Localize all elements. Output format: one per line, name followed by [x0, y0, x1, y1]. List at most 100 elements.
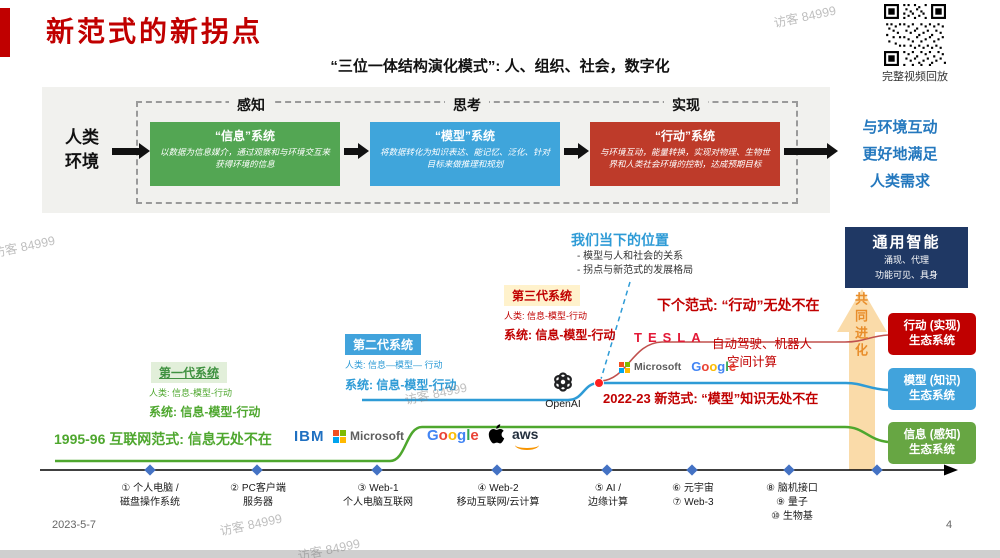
timeline-item-7: ⑧ 脑机接口 ⑨ 量子 ⑩ 生物基: [766, 482, 818, 524]
openai-logo: OpenAI: [534, 372, 592, 410]
watermark: 访客 84999: [218, 511, 284, 539]
qr-caption: 完整视频回放: [882, 71, 948, 83]
timeline-label-line: ① 个人电脑 /: [121, 483, 179, 494]
agi-line1: 涌现、代理: [883, 255, 929, 265]
model-ecosystem-box: 模型 (知识) 生态系统: [888, 368, 976, 410]
agi-box: 通用智能 涌现、代理 功能可见、具身: [845, 227, 968, 288]
stage-tag-realization: 实现: [664, 95, 708, 115]
current-position-bullets: - 模型与人和社会的关系 - 拐点与新范式的发展格局: [577, 250, 693, 278]
outcome-line: 人类需求: [869, 173, 930, 190]
paradigm-2022-text: 2022-23 新范式: “模型”知识无处不在: [603, 391, 819, 406]
eco-line: 生态系统: [909, 444, 955, 456]
slide-date: 2023-5-7: [52, 519, 97, 531]
autonomy-line1: 自动驾驶、机器人: [712, 337, 813, 351]
timeline-label-line: 磁盘操作系统: [120, 497, 180, 508]
timeline-label-line: ⑧ 脑机接口: [766, 483, 818, 494]
microsoft-logo-icon: [619, 361, 630, 373]
gen2-human-line: 人类: 信息—模型— 行动: [345, 360, 443, 370]
outcome-line: 更好地满足: [862, 146, 938, 163]
current-position-dot: [594, 378, 604, 388]
env-line1: 人类: [65, 128, 99, 147]
ibm-logo: IBM: [294, 428, 325, 445]
agi-line2: 功能可见、具身: [874, 269, 938, 280]
model-system-body: 将数据转化为知识表达、能记忆、泛化、针对目标来做推理和规划: [379, 147, 550, 169]
watermark: 访客 84999: [772, 3, 838, 31]
ms-google-logo-group: Microsoft Google: [619, 358, 736, 376]
human-environment-label: 人类 环境: [50, 126, 114, 174]
action-system-body: 与环境互动，能量转换，实现对物理、生物世界和人类社会环境的控制，达成预期目标: [599, 147, 770, 169]
eco-line: 行动 (实现): [903, 320, 961, 332]
current-position-title: 我们当下的位置: [571, 232, 669, 248]
timeline-label-line: ③ Web-1: [357, 483, 399, 494]
timeline-label-line: 服务器: [242, 497, 273, 508]
eco-line: 生态系统: [909, 390, 955, 402]
internet-paradigm-text: 1995-96 互联网范式: 信息无处不在: [54, 431, 272, 447]
gen1-human-line: 人类: 信息-模型-行动: [149, 388, 232, 398]
apple-logo-icon: [488, 424, 505, 444]
openai-logo-icon: [554, 372, 572, 392]
tesla-logo: TESLA: [634, 330, 707, 345]
eco-line: 信息 (感知): [903, 429, 961, 441]
timeline-item-2: ② PC客户端 服务器: [230, 482, 286, 510]
outcome-text: 与环境互动 更好地满足 人类需求: [834, 114, 966, 195]
microsoft-wordmark: Microsoft: [634, 361, 682, 373]
watermark: 访客 84999: [0, 233, 57, 261]
timeline-item-5: ⑤ AI / 边缘计算: [588, 482, 628, 510]
action-ecosystem-box: 行动 (实现) 生态系统: [888, 313, 976, 355]
agi-title: 通用智能: [872, 234, 941, 251]
flow-arrow-1: [112, 143, 150, 159]
timeline-item-6: ⑥ 元宇宙 ⑦ Web-3: [672, 482, 714, 510]
slide-subtitle: “三位一体结构演化模式”: 人、组织、社会，数字化: [330, 58, 670, 75]
microsoft-logo: Microsoft: [619, 361, 681, 373]
gen1-system-line: 系统: 信息-模型-行动: [149, 405, 261, 419]
next-paradigm-text: 下个范式: “行动”无处不在: [657, 297, 820, 313]
bottom-edge-strip: [0, 550, 1000, 558]
flow-arrow-4: [784, 143, 838, 159]
google-logo-main: Google: [427, 427, 479, 444]
co-evolution-label: 共同进化: [853, 292, 868, 360]
info-system-box: “信息”系统 以数据为信息媒介，通过观察和与环境交互来获得环境的信息: [150, 122, 340, 186]
timeline-label-line: ⑦ Web-3: [672, 497, 714, 508]
action-system-title: “行动”系统: [654, 129, 715, 143]
bullet: - 模型与人和社会的关系: [577, 251, 684, 262]
gen3-human-line: 人类: 信息-模型-行动: [504, 311, 587, 321]
eco-line: 模型 (知识): [903, 375, 961, 387]
microsoft-logo-icon: [333, 429, 346, 443]
timeline-axis-arrowhead: [944, 464, 958, 476]
title-accent-bar: [0, 8, 10, 57]
google-logo: Google: [691, 359, 737, 374]
timeline-item-3: ③ Web-1 个人电脑互联网: [343, 482, 413, 510]
apple-logo: [488, 424, 505, 449]
timeline-label-line: ⑨ 量子: [776, 497, 808, 508]
timeline-label-line: ⑥ 元宇宙: [672, 483, 714, 494]
timeline-label-line: ④ Web-2: [477, 483, 519, 494]
gen3-label: 第三代系统: [504, 285, 581, 306]
model-system-title: “模型”系统: [434, 129, 495, 143]
action-system-box: “行动”系统 与环境互动，能量转换，实现对物理、生物世界和人类社会环境的控制，达…: [590, 122, 780, 186]
aws-logo: aws: [512, 427, 539, 450]
timeline-label-line: 边缘计算: [588, 497, 628, 508]
gen1-label: 第一代系统: [151, 362, 228, 383]
qr-code: [884, 4, 946, 71]
timeline-label-line: 个人电脑互联网: [343, 497, 413, 508]
gen2-label: 第二代系统: [345, 334, 422, 355]
bullet: - 拐点与新范式的发展格局: [577, 265, 694, 276]
timeline-label-line: ⑤ AI /: [594, 483, 622, 494]
timeline-label-line: ② PC客户端: [230, 483, 286, 494]
timeline-item-1: ① 个人电脑 / 磁盘操作系统: [120, 482, 180, 510]
timeline-markers: [144, 464, 883, 476]
gen3-system-line: 系统: 信息-模型-行动: [504, 328, 616, 342]
model-system-box: “模型”系统 将数据转化为知识表达、能记忆、泛化、针对目标来做推理和规划: [370, 122, 560, 186]
timeline-label-line: ⑩ 生物基: [771, 511, 813, 522]
timeline-item-4: ④ Web-2 移动互联网/云计算: [457, 482, 540, 510]
stage-tag-thinking: 思考: [445, 95, 489, 115]
info-system-body: 以数据为信息媒介，通过观察和与环境交互来获得环境的信息: [159, 147, 330, 169]
info-ecosystem-box: 信息 (感知) 生态系统: [888, 422, 976, 464]
flow-arrow-3: [564, 143, 589, 159]
page-title: 新范式的新拐点: [46, 17, 264, 48]
timeline-label-line: 移动互联网/云计算: [456, 497, 540, 508]
info-system-title: “信息”系统: [214, 129, 275, 143]
stage-tag-perception: 感知: [229, 95, 273, 115]
eco-line: 生态系统: [909, 335, 955, 347]
flow-arrow-2: [344, 143, 369, 159]
